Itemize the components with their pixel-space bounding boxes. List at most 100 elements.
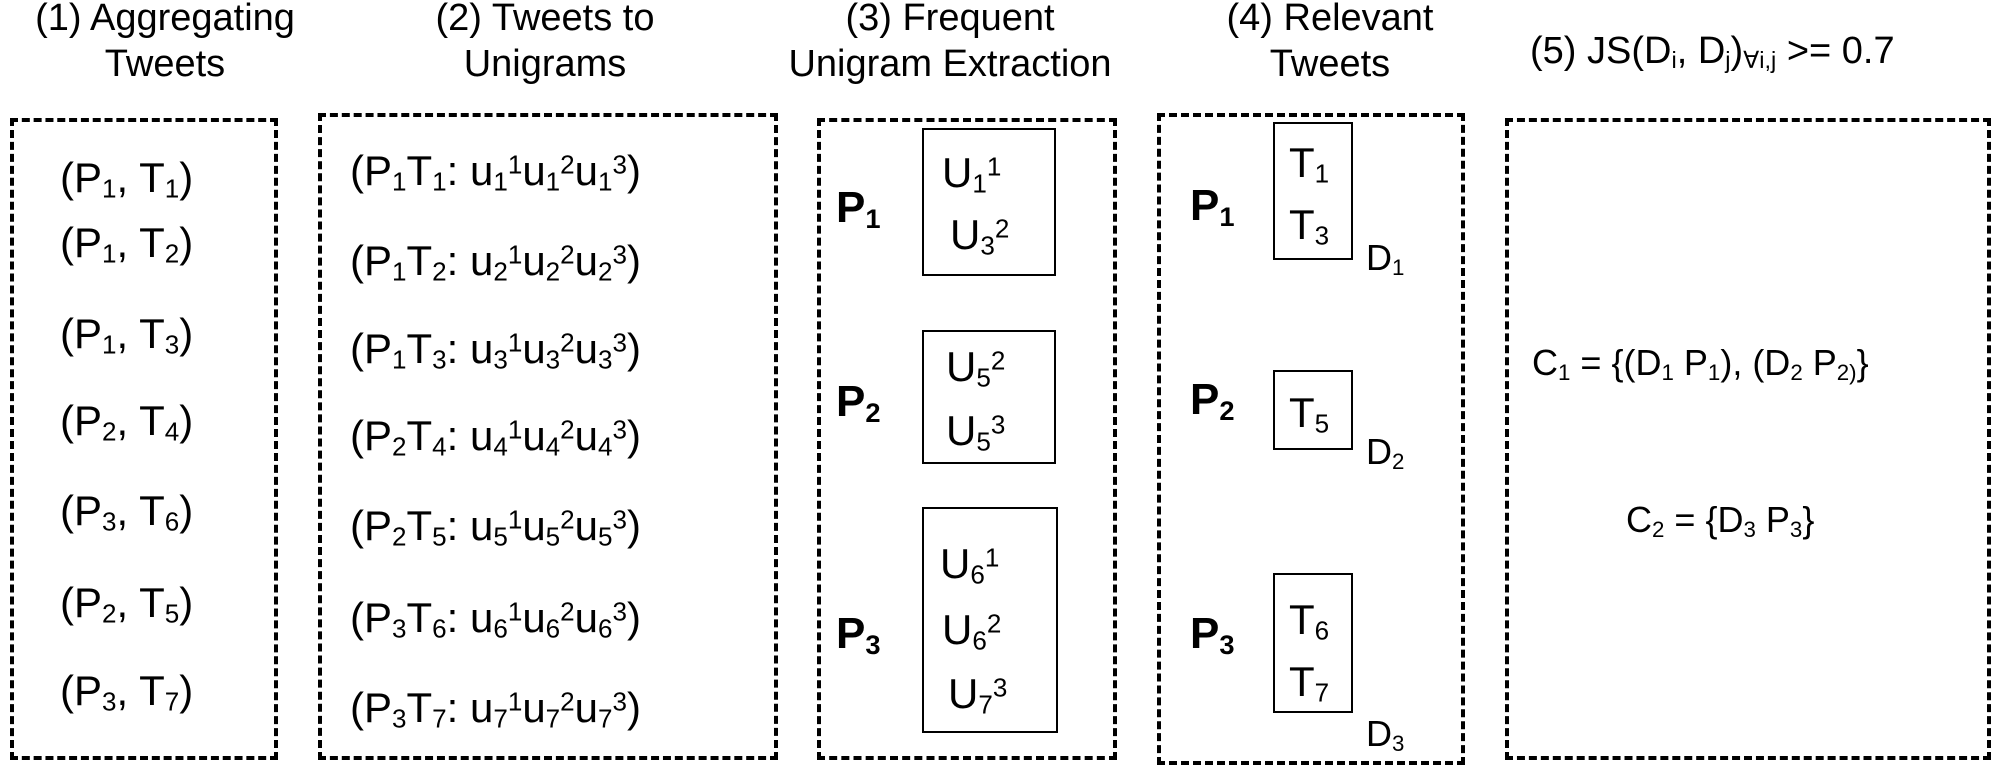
letter-u: u (469, 412, 494, 459)
stage-title-line1: Relevant (1283, 0, 1434, 39)
pair-t-index: 7 (164, 686, 180, 717)
stage-title-line1: Frequent (902, 0, 1055, 39)
js-prefix: JS(D (1587, 30, 1672, 72)
letter-u: u (469, 684, 494, 731)
letter-u: u (522, 412, 546, 459)
p-index: 1 (1219, 201, 1235, 232)
letter-p: P (1190, 609, 1220, 658)
c1-end: } (1856, 342, 1869, 383)
c2-p-pre: P (1755, 499, 1790, 540)
relevant-p-label: P3 (1190, 609, 1235, 659)
letter-u: u (469, 502, 494, 549)
row-u-index: 5 (545, 521, 561, 552)
letter-p: P (1190, 375, 1220, 424)
row-p-index: 1 (392, 344, 407, 375)
letter-p: P (74, 154, 103, 201)
js-threshold: >= 0.7 (1776, 30, 1895, 72)
relevant-tweet-box: T1 T3 (1273, 122, 1353, 260)
frequent-unigram-box: U11 U32 (922, 128, 1056, 276)
p-index: 2 (865, 397, 881, 428)
row-u-sup: 2 (560, 149, 575, 180)
row-u-index: 2 (598, 256, 613, 287)
row-u-index: 7 (598, 703, 613, 734)
row-u-index: 2 (493, 256, 508, 287)
stage-number: (1) (35, 0, 82, 39)
document-label: D1 (1366, 240, 1404, 279)
t-index: 1 (1314, 158, 1330, 189)
pair-p-index: 1 (102, 238, 117, 269)
row-u-sup: 3 (612, 686, 627, 717)
row-t-index: 5 (432, 521, 447, 552)
row-u-sup: 2 (560, 239, 575, 270)
row-t-index: 4 (432, 431, 447, 462)
d-index: 3 (1392, 730, 1405, 756)
letter-c: C (1626, 499, 1652, 540)
letter-t: T (139, 487, 165, 534)
u-sub: 6 (972, 625, 987, 656)
u-sub: 1 (972, 168, 987, 199)
p-index: 1 (865, 203, 881, 234)
row-u-index: 4 (493, 431, 508, 462)
row-u-index: 2 (545, 256, 561, 287)
row-u-index: 5 (598, 521, 613, 552)
letter-p: P (74, 667, 103, 714)
js-close: ) (1730, 30, 1744, 72)
letter-p: P (364, 594, 393, 641)
stage-title-line1: Aggregating (89, 0, 295, 39)
stage-number: (3) (845, 0, 892, 39)
unigram-row: (P2T5: u51u52u53) (350, 502, 641, 552)
js-forall: ∀i,j (1743, 47, 1777, 74)
row-u-index: 7 (545, 703, 561, 734)
pair-p-index: 2 (102, 416, 117, 447)
stage-5-header: (5) JS(Di, Dj)∀i,j >= 0.7 (1530, 28, 1996, 74)
c1-p1-pre: P (1673, 342, 1708, 383)
t-index: 6 (1314, 615, 1330, 646)
u-sub: 6 (970, 559, 985, 590)
row-u-index: 7 (493, 703, 508, 734)
row-u-sup: 3 (612, 504, 627, 535)
pair-item: (P1, T3) (60, 310, 194, 360)
frequent-unigram-box: U52 U53 (922, 330, 1056, 464)
t-index: 3 (1314, 220, 1330, 251)
d-index: 2 (1392, 448, 1405, 474)
panel-tweets-to-unigrams (318, 113, 778, 760)
pair-t-index: 1 (164, 173, 180, 204)
frequent-unigram: U62 (942, 609, 1001, 654)
relevant-tweet: T5 (1289, 392, 1329, 437)
stage-2-header: (2) Tweets to Unigrams (400, 0, 690, 87)
js-mid: , D (1676, 30, 1726, 72)
c-index: 2 (1652, 516, 1665, 542)
row-t-index: 2 (432, 256, 447, 287)
stage-1-header: (1) Aggregating Tweets (0, 0, 330, 87)
pair-item: (P1, T2) (60, 219, 194, 269)
letter-t: T (1289, 201, 1315, 248)
u-sup: 3 (990, 409, 1006, 440)
c1-p2-pre: P (1802, 342, 1837, 383)
letter-t: T (139, 310, 165, 357)
letter-u: u (469, 147, 494, 194)
letter-t: T (1289, 658, 1315, 705)
unigram-row: (P1T1: u11u12u13) (350, 147, 641, 197)
row-u-sup: 3 (612, 149, 627, 180)
row-u-sup: 2 (560, 686, 575, 717)
row-t-index: 3 (432, 344, 447, 375)
t-index: 5 (1314, 408, 1330, 439)
pair-t-index: 5 (164, 598, 180, 629)
letter-p: P (364, 412, 393, 459)
row-u-sup: 3 (612, 414, 627, 445)
row-p-index: 2 (392, 521, 407, 552)
letter-t: T (139, 154, 165, 201)
letter-t: T (139, 667, 165, 714)
letter-u: u (522, 502, 546, 549)
row-u-index: 6 (493, 613, 508, 644)
u-sup: 2 (990, 345, 1006, 376)
stage-title-line2: Unigrams (463, 43, 627, 85)
relevant-tweet: T1 (1289, 142, 1329, 187)
row-u-index: 4 (545, 431, 561, 462)
pair-t-index: 6 (164, 506, 180, 537)
row-t-index: 1 (432, 166, 447, 197)
relevant-tweet: T3 (1289, 201, 1329, 249)
relevant-tweet: T7 (1289, 658, 1329, 706)
frequent-unigram: U53 (946, 409, 1006, 455)
pair-item: (P1, T1) (60, 154, 194, 204)
